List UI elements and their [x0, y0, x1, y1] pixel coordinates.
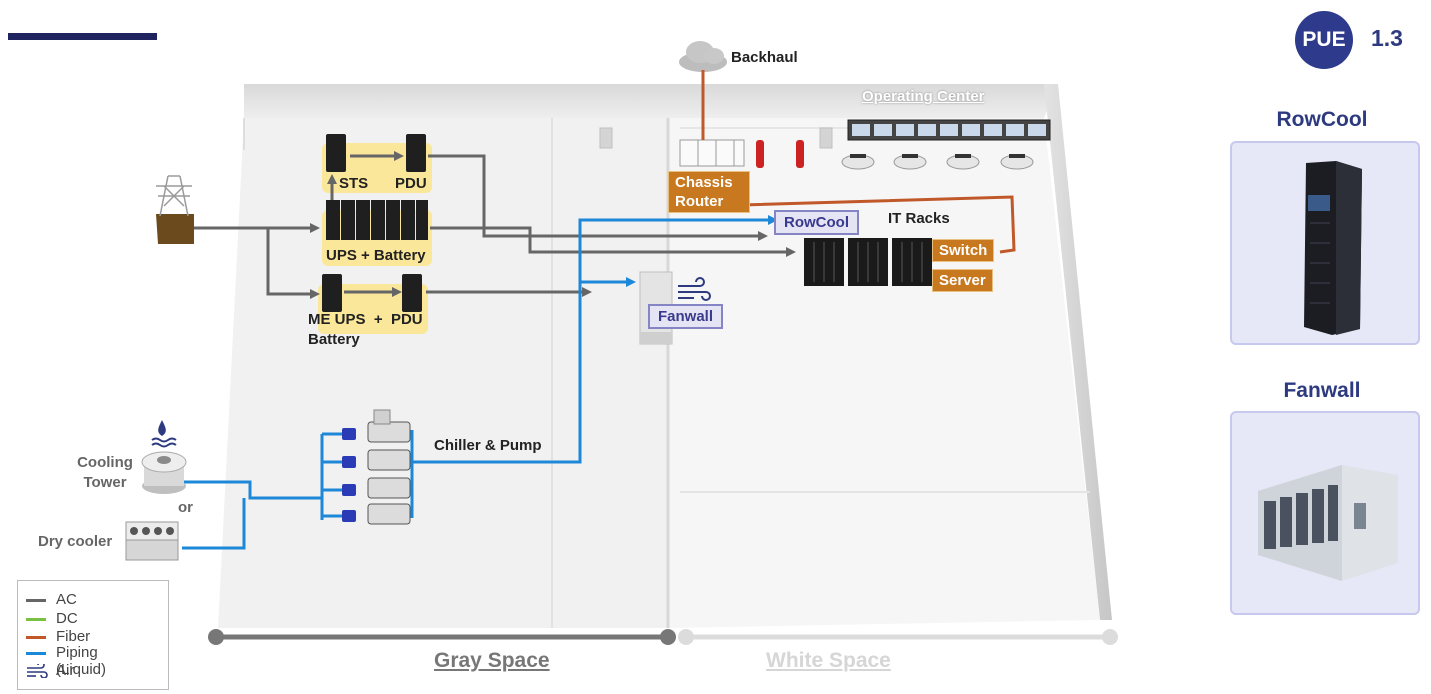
right-wall: [1044, 84, 1112, 620]
rowcool-title: RowCool: [1276, 108, 1368, 131]
server-tag: Server: [932, 269, 993, 292]
fanwall-tag: Fanwall: [648, 304, 724, 329]
operating-center-label: Operating Center: [862, 88, 985, 105]
rowcool-tag: RowCool: [774, 210, 859, 235]
back-wall: [244, 84, 1058, 118]
cloud-icon: [679, 41, 727, 72]
sts-label: STS: [339, 175, 369, 192]
rowcool-cabinet-image: [1304, 161, 1362, 335]
rowcool-card: [1230, 141, 1420, 345]
battery-label: Battery: [308, 331, 360, 348]
gray-space-floor: [218, 118, 668, 628]
datacenter-floor-diagram: [125, 41, 1118, 645]
gray-space-label: Gray Space: [434, 649, 550, 672]
air-icon: [678, 277, 711, 301]
or-label: or: [178, 499, 193, 516]
water-drop-icon: [151, 420, 177, 448]
fanwall-card: [1230, 411, 1420, 615]
chassis-router-unit: [679, 139, 745, 167]
ups-battery-label: UPS + Battery: [326, 247, 426, 264]
pdu-cabinet: [406, 134, 426, 172]
pue-badge: PUE: [1295, 11, 1353, 69]
dry-cooler-label: Dry cooler: [38, 533, 113, 550]
white-space-label: White Space: [766, 649, 891, 672]
header-accent-bar: [8, 33, 157, 40]
fanwall-title: Fanwall: [1283, 379, 1361, 402]
chiller-pump-label: Chiller & Pump: [434, 437, 542, 454]
me-ups-highlight: [318, 284, 428, 334]
fire-extinguishers: [756, 140, 804, 168]
air-icon: [27, 664, 48, 678]
ups-battery-bank: [326, 200, 428, 240]
cooling-tower-label: Cooling Tower: [77, 454, 133, 491]
it-racks-label: IT Racks: [888, 210, 950, 227]
pue-value: 1.3: [1371, 25, 1403, 51]
legend: AC DC Fiber Piping (Liquid) Air: [17, 580, 169, 690]
pdu-label: PDU: [395, 175, 427, 192]
sts-cabinet: [326, 134, 346, 172]
me-ups-pdu-label: ME UPS + PDU: [308, 311, 423, 328]
sts-pdu-highlight: [322, 143, 432, 193]
me-pdu-cabinet: [402, 274, 422, 312]
operator-desks: [841, 154, 1034, 170]
ac-power-lines: [194, 154, 786, 296]
switch-tag: Switch: [932, 239, 995, 262]
me-ups-cabinet: [322, 274, 342, 312]
wall-outlet: [819, 127, 833, 149]
backhaul-label: Backhaul: [731, 49, 798, 66]
fiber-line: [741, 195, 1016, 254]
it-racks: [804, 238, 932, 286]
transmission-tower-icon: [156, 175, 194, 244]
dry-cooler: [125, 521, 179, 561]
chassis-router-tag: Chassis Router: [668, 171, 750, 213]
cooling-tower: [141, 451, 187, 494]
fanwall-unit-image: [1258, 465, 1398, 581]
ac-arrowheads: [310, 151, 796, 299]
liquid-piping: [182, 218, 770, 550]
wall-outlet: [599, 127, 613, 149]
chiller-pump-units: [342, 409, 411, 525]
